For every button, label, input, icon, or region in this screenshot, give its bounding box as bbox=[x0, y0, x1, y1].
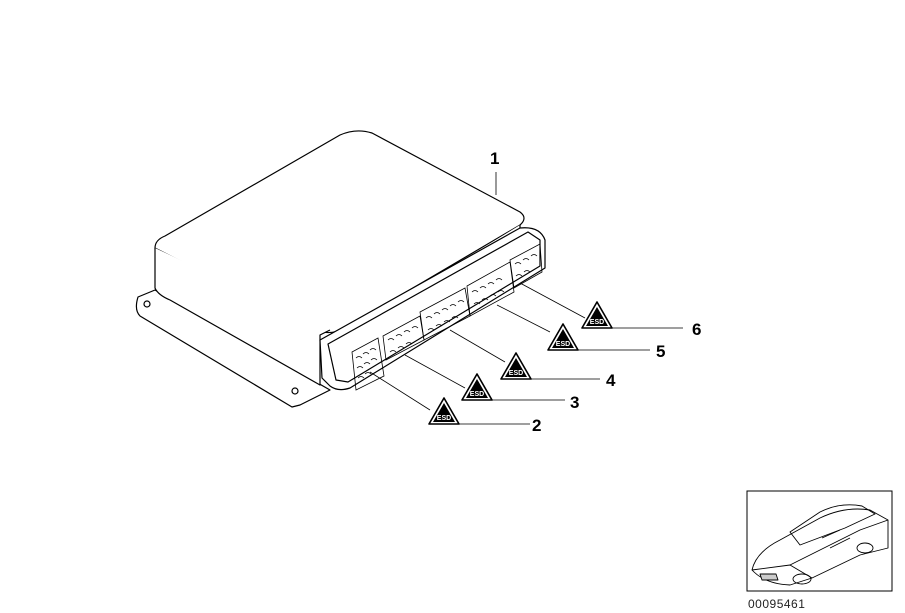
image-code: 00095461 bbox=[748, 597, 806, 611]
svg-text:ESD: ESD bbox=[437, 415, 451, 422]
callout-2: 2 bbox=[532, 416, 541, 435]
svg-text:ESD: ESD bbox=[556, 341, 570, 348]
leader-6 bbox=[519, 282, 683, 329]
leader-lines bbox=[369, 172, 683, 425]
callout-labels: 1 2 3 4 5 6 bbox=[490, 149, 701, 435]
callout-3: 3 bbox=[570, 393, 579, 412]
control-unit bbox=[135, 130, 546, 408]
esd-warning-icon: ESD bbox=[500, 352, 532, 380]
svg-text:ESD: ESD bbox=[509, 370, 523, 377]
esd-warning-icon: ESD bbox=[547, 323, 579, 351]
leader-3 bbox=[404, 354, 565, 401]
leader-4 bbox=[449, 329, 600, 380]
callout-6: 6 bbox=[692, 320, 701, 339]
connector-pins bbox=[351, 243, 543, 391]
esd-warning-icon: ESD bbox=[461, 373, 493, 401]
svg-text:ESD: ESD bbox=[590, 319, 604, 326]
callout-4: 4 bbox=[606, 371, 616, 390]
esd-warning-icon: ESD bbox=[581, 301, 613, 329]
connector-group-1 bbox=[351, 337, 385, 391]
callout-1: 1 bbox=[490, 149, 499, 168]
leader-2 bbox=[369, 371, 530, 425]
leader-5 bbox=[496, 304, 650, 351]
esd-warning-icons: ESD ESD ESD ESD ESD bbox=[428, 301, 613, 425]
svg-text:ESD: ESD bbox=[470, 391, 484, 398]
connector-group-4 bbox=[466, 261, 515, 317]
esd-warning-icon: ESD bbox=[428, 397, 460, 425]
callout-5: 5 bbox=[656, 342, 665, 361]
car-thumbnail-icon bbox=[746, 490, 893, 592]
connector-group-5 bbox=[509, 243, 543, 289]
